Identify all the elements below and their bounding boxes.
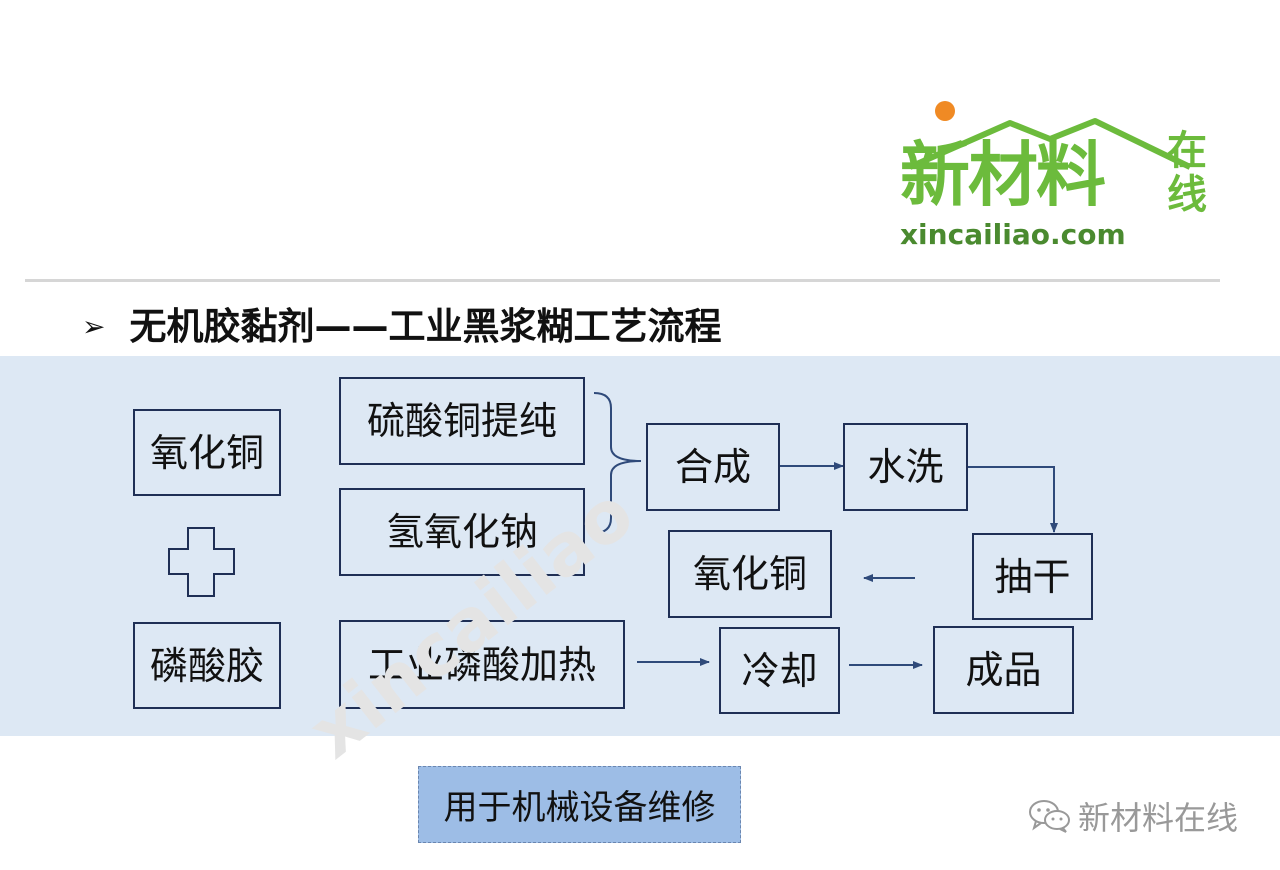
heat-phosphoric-box: 工业磷酸加热 [339, 620, 625, 709]
sodium-hydroxide-box: 氢氧化钠 [339, 488, 585, 576]
bullet-arrow-icon: ➢ [82, 310, 106, 343]
wechat-signature: 新材料在线 [1028, 793, 1238, 839]
product-box: 成品 [933, 626, 1074, 714]
copper-sulfate-box: 硫酸铜提纯 [339, 377, 585, 465]
logo-url: xincailiao.com [900, 218, 1126, 251]
cooling-box: 冷却 [719, 627, 840, 714]
bracket-connector [593, 392, 642, 534]
logo-brand-main: 新材料 [900, 134, 1106, 216]
plus-icon [168, 527, 235, 597]
copper-oxide-result-box: 氧化铜 [668, 530, 832, 618]
drying-box: 抽干 [972, 533, 1093, 620]
usage-note: 用于机械设备维修 [418, 766, 741, 843]
header-divider [25, 279, 1220, 282]
wechat-icon [1029, 800, 1070, 833]
roof-icon [908, 118, 1192, 170]
arrows [637, 462, 1058, 669]
synthesis-box: 合成 [646, 423, 780, 511]
slide-title: ➢ 无机胶黏剂——工业黑浆糊工艺流程 [82, 302, 721, 352]
logo-brand-side: 在线 [1167, 128, 1207, 218]
copper-oxide-box: 氧化铜 [133, 409, 281, 496]
logo: 新材料 在线 xincailiao.com [880, 95, 1225, 255]
title-text: 无机胶黏剂——工业黑浆糊工艺流程 [129, 305, 722, 348]
sun-icon [935, 101, 955, 121]
washing-box: 水洗 [843, 423, 968, 511]
wechat-label: 新材料在线 [1078, 799, 1239, 837]
phosphate-glue-box: 磷酸胶 [133, 622, 281, 709]
